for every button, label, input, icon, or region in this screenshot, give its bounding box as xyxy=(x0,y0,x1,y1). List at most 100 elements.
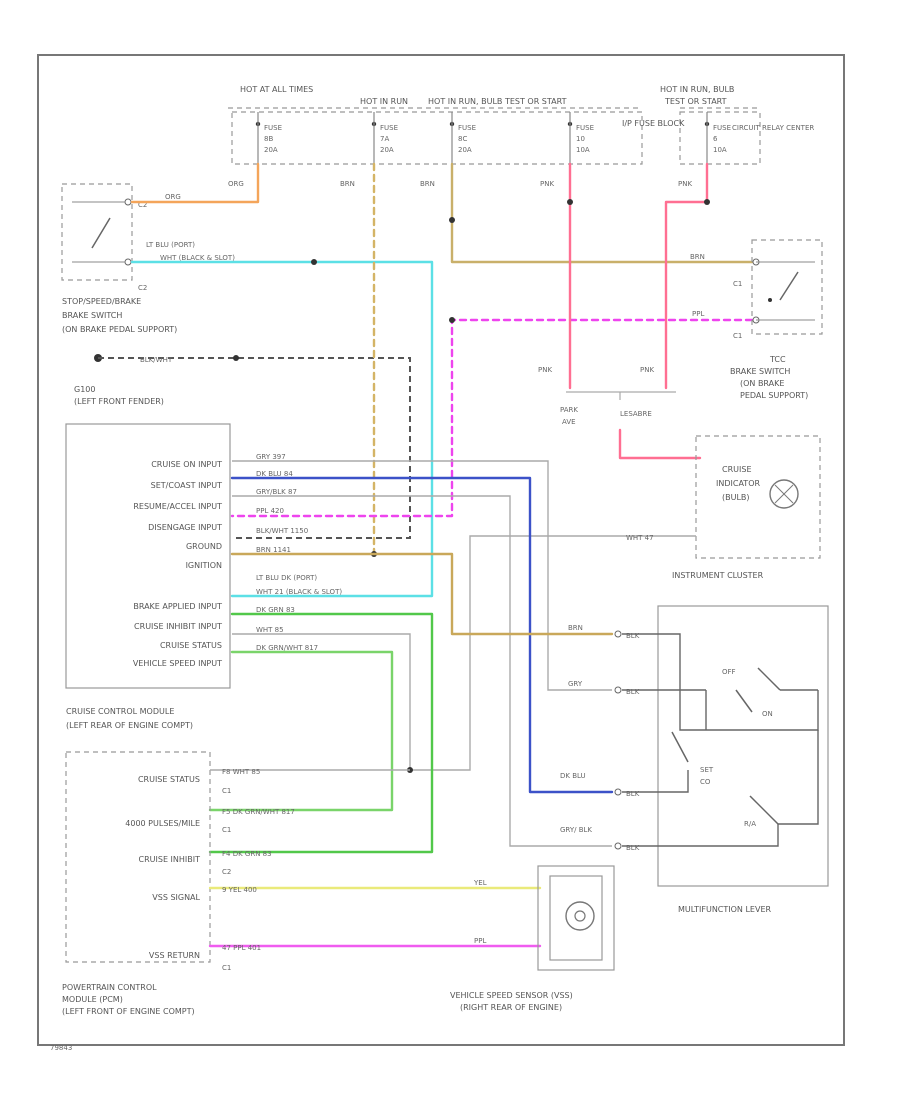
wire-dkgrn xyxy=(208,612,434,854)
instrument-cluster: CRUISE INDICATOR (BULB) INSTRUMENT CLUST… xyxy=(672,435,821,580)
stop-switch-title-3: (ON BRAKE PEDAL SUPPORT) xyxy=(62,325,177,334)
cruise-indicator-title-3: (BULB) xyxy=(722,493,750,502)
fuse-4: FUSE 10 10A xyxy=(567,112,594,164)
ccm-input-resume-accel: RESUME/ACCEL INPUT xyxy=(133,502,222,511)
fuse-3-num: 8C xyxy=(458,135,467,143)
pcm-wire-3: F4 DK GRN 83 xyxy=(222,850,272,858)
mfl-gryblk-label: GRY/ BLK xyxy=(560,826,592,834)
ccm-input-cruise-on: CRUISE ON INPUT xyxy=(151,460,222,469)
powertrain-control-module: CRUISE STATUS 4000 PULSES/MILE CRUISE IN… xyxy=(62,751,231,1016)
pcm-4000-pulses: 4000 PULSES/MILE xyxy=(125,819,200,828)
wire-yel-label: YEL xyxy=(473,879,487,887)
wire-dkgrn-wht xyxy=(208,650,394,812)
hot-in-run-label: HOT IN RUN xyxy=(360,97,408,106)
stop-switch-title-1: STOP/SPEED/BRAKE xyxy=(62,297,141,306)
hot-at-all-times-label: HOT AT ALL TIMES xyxy=(240,85,313,94)
pcm-conn-5: C1 xyxy=(222,964,231,972)
wire-wht-cluster xyxy=(410,535,696,771)
ccm-title-2: (LEFT REAR OF ENGINE COMPT) xyxy=(66,721,193,730)
pcm-title-1: POWERTRAIN CONTROL xyxy=(62,983,157,992)
pcm-wire-5: 47 PPL 401 xyxy=(222,944,261,952)
pcm-vss-return: VSS RETURN xyxy=(149,951,200,960)
ccm-input-ground: GROUND xyxy=(186,542,222,551)
wire-gry-cruise-on-label: GRY 397 xyxy=(256,453,286,461)
wire-ppl-label: PPL xyxy=(692,310,704,318)
wire-pnk-cluster xyxy=(618,428,702,460)
mfl-conn-1: BLK xyxy=(626,632,640,640)
fuse-5-name: FUSE xyxy=(713,124,731,132)
hot-in-run-bulb-label: HOT IN RUN, BULB TEST OR START xyxy=(428,97,567,106)
wire-wht-85-label: WHT 85 xyxy=(256,626,284,634)
fuse-1-amps: 20A xyxy=(264,146,278,154)
mfl-conn-2: BLK xyxy=(626,688,640,696)
mfl-label-set: SET xyxy=(700,766,714,774)
pcm-vss-signal: VSS SIGNAL xyxy=(152,893,200,902)
fuse-3-amps: 20A xyxy=(458,146,472,154)
fuse-1: FUSE 8B 20A xyxy=(255,112,282,164)
wire-pnk-label-1: PNK xyxy=(540,180,554,188)
stop-switch-c2-top: C2 xyxy=(138,201,147,209)
fuse-5: FUSE 6 10A xyxy=(704,112,731,164)
wire-ltblu-label: LT BLU (PORT) xyxy=(146,241,195,249)
wire-brn-ignition-ccm xyxy=(230,552,614,636)
fuse-2-name: FUSE xyxy=(380,124,398,132)
fuse-1-num: 8B xyxy=(264,135,273,143)
diagram-frame xyxy=(37,54,845,1046)
wire-brn-tcc xyxy=(450,162,754,264)
lesabre-label: LESABRE xyxy=(620,410,652,418)
pcm-cruise-status: CRUISE STATUS xyxy=(138,775,200,784)
fuse-4-num: 10 xyxy=(576,135,585,143)
ground-title: G100 xyxy=(74,385,95,394)
wire-wht-label: WHT (BLACK & SLOT) xyxy=(160,254,235,262)
wire-dkblu-label: DK BLU 84 xyxy=(256,470,293,478)
tcc-title-3: (ON BRAKE xyxy=(740,379,784,388)
wire-pnk-label-2: PNK xyxy=(538,366,552,374)
wire-ltblu xyxy=(130,260,434,598)
vss-title-2: (RIGHT REAR OF ENGINE) xyxy=(460,1003,562,1012)
pcm-conn-3: C2 xyxy=(222,868,231,876)
fuse-4-name: FUSE xyxy=(576,124,594,132)
wire-brn-ccm-label: BRN 1141 xyxy=(256,546,291,554)
park-ave-label-2: AVE xyxy=(562,418,576,426)
wire-ppl-vss-label: PPL xyxy=(474,937,486,945)
wire-org xyxy=(130,162,260,204)
fuse-block-label-text: I/P FUSE BLOCK xyxy=(622,119,685,128)
mfl-label-ra: R/A xyxy=(744,820,756,828)
hot-in-run-bulb-sub-label: TEST OR START xyxy=(664,97,727,106)
wire-ppl-ccm-label: PPL 420 xyxy=(256,507,284,515)
wire-org-label-2: ORG xyxy=(165,193,181,201)
wire-blkwht-ccm-label: BLK/WHT 1150 xyxy=(256,527,308,535)
cruise-indicator-title-2: INDICATOR xyxy=(716,479,760,488)
wire-org-label: ORG xyxy=(228,180,244,188)
wire-ppl xyxy=(230,318,754,518)
wire-pnk-2 xyxy=(664,162,709,390)
wire-pnk-label-4: PNK xyxy=(640,366,654,374)
tcc-c1-top: C1 xyxy=(733,280,742,288)
relay-center-box xyxy=(679,111,761,165)
pcm-title-2: MODULE (PCM) xyxy=(62,995,123,1004)
multifunction-lever: BLK BLK BLK BLK OFF ON SET CO R/A MULTIF… xyxy=(614,605,829,914)
model-split: PARK AVE LESABRE xyxy=(560,391,702,460)
fuse-2-amps: 20A xyxy=(380,146,394,154)
cruise-control-module: CRUISE ON INPUT SET/COAST INPUT RESUME/A… xyxy=(65,423,231,730)
fuse-5-amps: 10A xyxy=(713,146,727,154)
mfl-label-off: OFF xyxy=(722,668,736,676)
mfl-label-on: ON xyxy=(762,710,773,718)
ip-fuse-block-box xyxy=(231,111,643,165)
ccm-input-disengage: DISENGAGE INPUT xyxy=(148,523,222,532)
fuse-3: FUSE 8C 20A xyxy=(449,112,476,164)
ccm-input-brake-applied: BRAKE APPLIED INPUT xyxy=(133,602,222,611)
wire-gry-blk-label: GRY/BLK 87 xyxy=(256,488,297,496)
instrument-cluster-title: INSTRUMENT CLUSTER xyxy=(672,571,764,580)
mfl-brn-label: BRN xyxy=(568,624,583,632)
wire-brn-tcc-label: BRN xyxy=(690,253,705,261)
hot-in-run-bulb-label-2: HOT IN RUN, BULB xyxy=(660,85,734,94)
pcm-title-3: (LEFT FRONT OF ENGINE COMPT) xyxy=(62,1007,195,1016)
stop-switch-title-2: BRAKE SWITCH xyxy=(62,311,122,320)
park-ave-label-1: PARK xyxy=(560,406,578,414)
fuse-3-name: FUSE xyxy=(458,124,476,132)
ground-g100: BLK/WHT G100 (LEFT FRONT FENDER) xyxy=(74,354,411,539)
multifunction-lever-title: MULTIFUNCTION LEVER xyxy=(678,905,771,914)
ccm-title-1: CRUISE CONTROL MODULE xyxy=(66,707,174,716)
